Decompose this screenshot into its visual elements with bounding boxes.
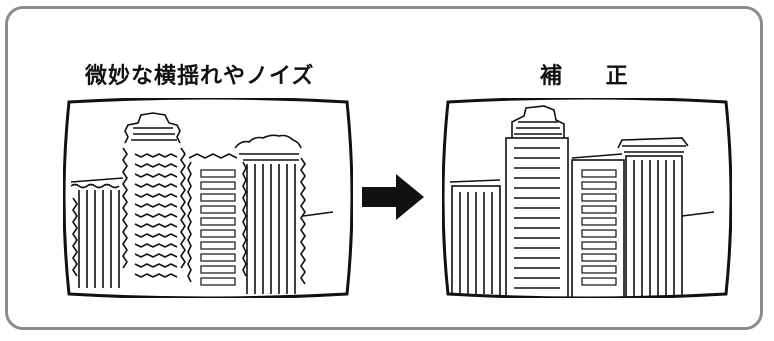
caption-after: 補 正 xyxy=(540,64,646,89)
screen-border xyxy=(442,98,732,298)
right-arrow-icon xyxy=(362,174,424,220)
screen-border xyxy=(63,98,353,298)
corrected-image xyxy=(442,98,732,298)
distorted-image xyxy=(63,98,353,298)
caption-before: 微妙な横揺れやノイズ xyxy=(85,64,315,89)
